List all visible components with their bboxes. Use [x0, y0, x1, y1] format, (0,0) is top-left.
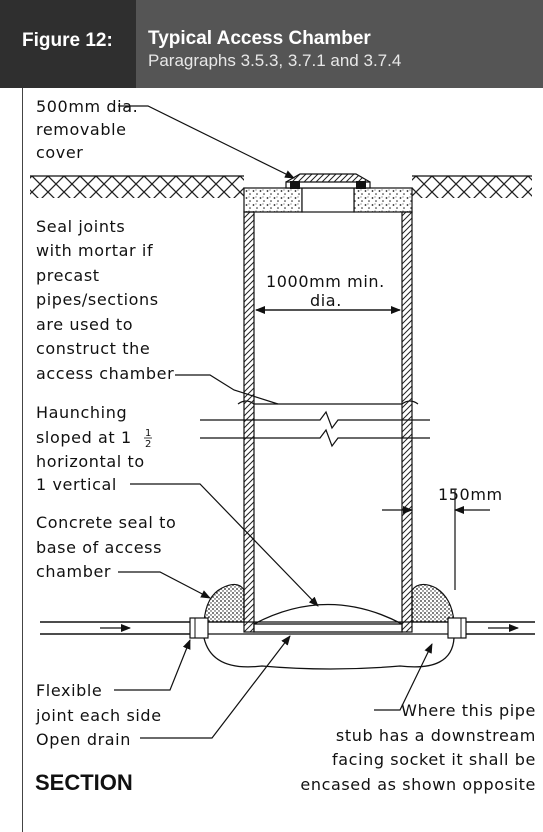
figure-header: Figure 12: Typical Access Chamber Paragr… [0, 0, 543, 88]
label-seal-5: are used to [36, 315, 133, 334]
label-seal-6: construct the [36, 339, 150, 358]
drain-pipe [40, 617, 535, 639]
leader-lines [114, 105, 433, 739]
label-seal-7: access chamber [36, 364, 174, 383]
label-cover-3: cover [36, 143, 83, 162]
figure-title: Typical Access Chamber [148, 28, 371, 49]
label-diameter-2: dia. [310, 291, 342, 310]
figure-number: Figure 12: [0, 0, 136, 88]
section-label: SECTION [35, 770, 133, 795]
label-diameter-1: 1000mm min. [266, 272, 385, 291]
label-seal-2: with mortar if [36, 241, 153, 260]
removable-cover [243, 173, 413, 213]
label-stub-2: stub has a downstream [336, 726, 536, 745]
label-seal-4: pipes/sections [36, 290, 159, 309]
label-cover-2: removable [36, 120, 127, 139]
label-haunch-1: Haunching [36, 403, 127, 422]
figure-title-block: Typical Access Chamber Paragraphs 3.5.3,… [136, 0, 543, 88]
label-seal-3: precast [36, 266, 100, 285]
label-concrete-3: chamber [36, 562, 111, 581]
label-seal-1: Seal joints [36, 217, 125, 236]
label-open-drain: Open drain [36, 730, 131, 749]
label-flex-2: joint each side [35, 706, 162, 725]
concrete-seal [203, 583, 455, 623]
label-stub-3: facing socket it shall be [332, 750, 536, 769]
label-concrete-1: Concrete seal to [36, 513, 176, 532]
label-haunch-fraction-numerator: 1 [145, 428, 152, 439]
figure-subtitle: Paragraphs 3.5.3, 3.7.1 and 3.7.4 [148, 51, 402, 70]
label-haunch-2: sloped at 1 [36, 428, 132, 447]
ground-hatching [30, 175, 532, 198]
label-haunch-fraction-denominator: 2 [145, 439, 152, 450]
label-flex-1: Flexible [36, 681, 102, 700]
break-lines [200, 400, 430, 448]
label-concrete-2: base of access [36, 538, 162, 557]
label-stub-4: encased as shown opposite [300, 775, 536, 794]
label-haunch-4: 1 vertical [36, 475, 117, 494]
diagram-frame [22, 88, 543, 832]
label-wall-thickness: 150mm [438, 485, 503, 504]
label-stub-1: Where this pipe [401, 701, 536, 720]
open-drain-channel [203, 603, 455, 670]
chamber-walls [243, 211, 413, 633]
label-cover-1: 500mm dia. [36, 97, 138, 116]
label-haunch-3: horizontal to [36, 452, 145, 471]
wall-thickness-dimension [382, 490, 490, 590]
